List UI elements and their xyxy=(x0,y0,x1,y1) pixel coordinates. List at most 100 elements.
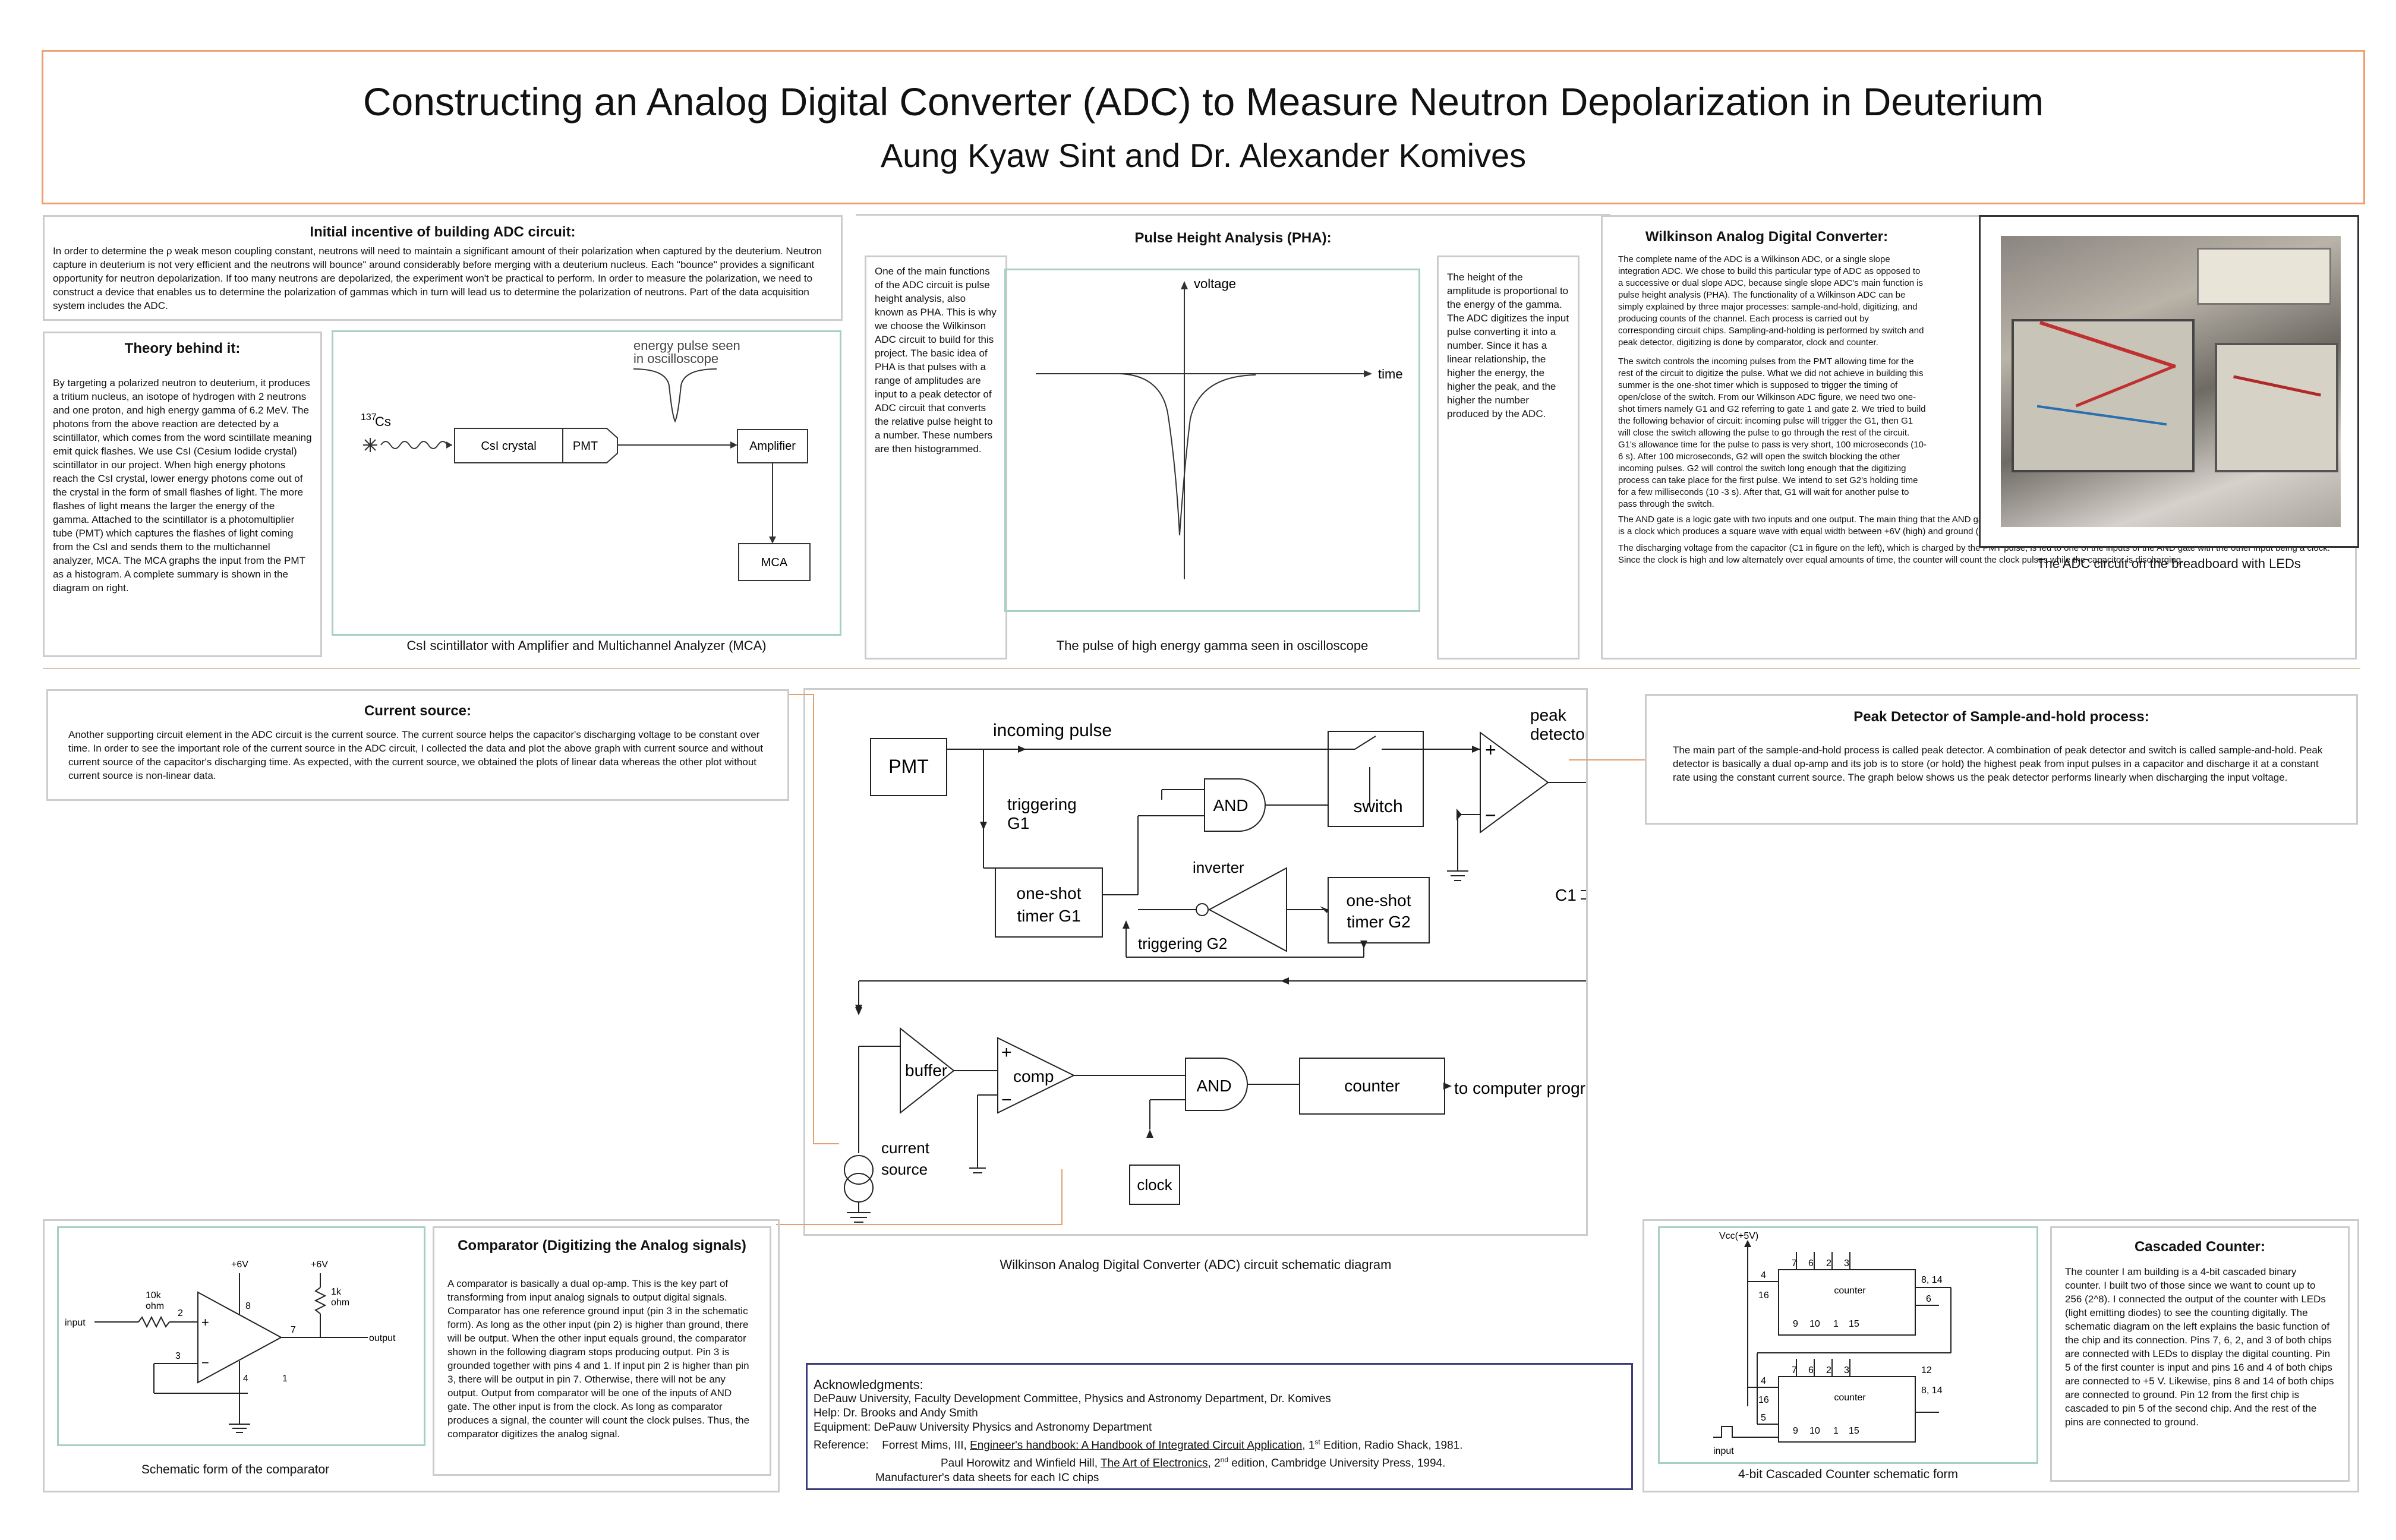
pin7-label: 7 xyxy=(291,1325,296,1335)
time-label: time xyxy=(1378,367,1403,381)
pmt-label: PMT xyxy=(888,756,929,777)
csi-crystal-box xyxy=(454,428,563,463)
comparator-title: Comparator (Digitizing the Analog signal… xyxy=(458,1238,746,1254)
energy-pulse-label: energy pulse seen xyxy=(633,338,740,353)
voltage-label: voltage xyxy=(1194,276,1236,291)
pin-7b: 7 xyxy=(1792,1365,1797,1375)
triggering-g1-label: triggering xyxy=(1007,795,1077,813)
peak-detector-label: peak xyxy=(1530,706,1567,724)
c1-label: C1 xyxy=(1555,886,1577,904)
switch-block xyxy=(1328,731,1424,827)
source-isotope-element: Cs xyxy=(375,414,391,429)
pin-5b: 5 xyxy=(1761,1413,1766,1423)
comp-plus: + xyxy=(1001,1043,1012,1062)
theory-section: Theory behind it: By targeting a polariz… xyxy=(43,332,322,657)
csi-diagram-frame: energy pulse seen in oscilloscope 137 Cs… xyxy=(332,330,841,636)
pha-section: Pulse Height Analysis (PHA): xyxy=(856,214,1610,659)
r1k-unit: ohm xyxy=(331,1298,349,1308)
ack-line1: DePauw University, Faculty Development C… xyxy=(814,1393,1331,1405)
pin-4a: 4 xyxy=(1761,1270,1766,1280)
energy-pulse-curve xyxy=(633,368,717,423)
photo-caption: The ADC circuit on the breadboard with L… xyxy=(2037,556,2301,571)
incentive-body: In order to determine the ρ weak meson c… xyxy=(53,245,822,311)
and-top-label: AND xyxy=(1213,796,1248,815)
current-source-section: Current source: Another supporting circu… xyxy=(46,689,789,801)
pin-9a: 9 xyxy=(1793,1319,1798,1329)
switch-symbol xyxy=(1340,736,1423,805)
triggering-g2-label: triggering G2 xyxy=(1138,935,1227,952)
pin-6r: 6 xyxy=(1926,1294,1931,1304)
one-shot-g1-label-2: timer G1 xyxy=(1017,907,1080,925)
pin-3a: 3 xyxy=(1844,1258,1849,1268)
r10k-label: 10k xyxy=(146,1290,162,1301)
pha-graph-frame: voltage time xyxy=(1004,269,1420,612)
comparator-section xyxy=(43,1219,780,1492)
peak-detector-body: The main part of the sample-and-hold pro… xyxy=(1673,744,2323,783)
input-pulse-icon xyxy=(1713,1426,1741,1438)
clock-label: clock xyxy=(1137,1176,1172,1194)
photo-frame xyxy=(1979,215,2359,548)
pha-left-box: One of the main functions of the ADC cir… xyxy=(865,255,1007,659)
counter-a-label: counter xyxy=(1834,1286,1866,1296)
one-shot-g1-block xyxy=(995,867,1103,938)
pin8-label: 8 xyxy=(245,1301,251,1311)
output-label: output xyxy=(369,1333,396,1343)
counter-diagram: Vcc(+5V) counter counter 7 6 2 3 4 16 8,… xyxy=(1713,1231,1952,1456)
and-gate-top xyxy=(1204,778,1266,832)
pin-3b: 3 xyxy=(1844,1365,1849,1375)
current-source-label: current xyxy=(881,1139,930,1157)
minus-label: − xyxy=(201,1355,209,1370)
ack-title: Acknowledgments: xyxy=(814,1377,923,1392)
csi-diagram-caption: CsI scintillator with Amplifier and Mult… xyxy=(406,638,767,653)
peak-plus: + xyxy=(1485,739,1496,760)
resistor-10k xyxy=(138,1315,170,1328)
energy-pulse-label-2: in oscilloscope xyxy=(633,351,718,366)
cascaded-text-box: Cascaded Counter: The counter I am build… xyxy=(2050,1226,2350,1482)
vcc-label: Vcc(+5V) xyxy=(1719,1231,1758,1241)
radiation-source-icon xyxy=(363,438,377,452)
ack-reference-2: Paul Horowitz and Winfield Hill, The Art… xyxy=(941,1456,1446,1470)
cascaded-body: The counter I am building is a 4-bit cas… xyxy=(2065,1266,2334,1428)
counter-diagram-caption: 4-bit Cascaded Counter schematic form xyxy=(1738,1468,1958,1481)
csi-crystal-label: CsI crystal xyxy=(481,440,536,453)
incoming-pulse-label: incoming pulse xyxy=(993,721,1112,740)
adc-schematic-caption: Wilkinson Analog Digital Converter (ADC)… xyxy=(1000,1257,1392,1272)
ack-line2: Help: Dr. Brooks and Andy Smith xyxy=(814,1407,978,1419)
poster-title: Constructing an Analog Digital Converter… xyxy=(362,80,2044,124)
pin-8-14b: 8, 14 xyxy=(1921,1386,1943,1396)
cascaded-title: Cascaded Counter: xyxy=(2134,1239,2266,1255)
amplifier-label: Amplifier xyxy=(749,440,796,453)
current-source-body: Another supporting circuit element in th… xyxy=(68,729,763,781)
pin-7a: 7 xyxy=(1792,1258,1797,1268)
pin-6b: 6 xyxy=(1808,1365,1814,1375)
peak-detector-opamp xyxy=(1480,731,1549,834)
counter-chip-b xyxy=(1778,1376,1916,1443)
pmt-box xyxy=(562,428,618,463)
connector-current-source xyxy=(789,694,813,695)
r1k-label: 1k xyxy=(331,1287,342,1297)
pha-graph-caption: The pulse of high energy gamma seen in o… xyxy=(1056,638,1369,653)
current-source-label-2: source xyxy=(881,1160,928,1178)
pin-9b: 9 xyxy=(1793,1426,1798,1436)
counter-b-label: counter xyxy=(1834,1393,1866,1403)
pin3-label: 3 xyxy=(175,1351,181,1361)
connector-comparator xyxy=(776,1224,1061,1225)
pin1-label: 1 xyxy=(282,1374,288,1384)
gamma-pulse-curve xyxy=(1118,373,1256,536)
triggering-g1-label-2: G1 xyxy=(1007,814,1029,832)
peak-detector-title: Peak Detector of Sample-and-hold process… xyxy=(1853,709,2149,725)
resistor-1k xyxy=(314,1287,327,1314)
pin-4b: 4 xyxy=(1761,1376,1766,1386)
title-banner: Constructing an Analog Digital Converter… xyxy=(42,50,2365,204)
incentive-section: Initial incentive of building ADC circui… xyxy=(43,215,843,321)
adc-schematic: PMT incoming pulse peak detector + − swi… xyxy=(844,706,1610,1223)
pin-12b: 12 xyxy=(1921,1365,1932,1375)
csi-diagram: energy pulse seen in oscilloscope 137 Cs… xyxy=(361,338,811,581)
counter-input-label: input xyxy=(1713,1446,1734,1456)
adc-schematic-frame: PMT incoming pulse peak detector + − swi… xyxy=(803,688,1610,1236)
counter-chip-a xyxy=(1778,1269,1916,1336)
comparator-opamp xyxy=(997,1037,1076,1114)
connector-peak-detector xyxy=(1569,759,1645,760)
incentive-title: Initial incentive of building ADC circui… xyxy=(310,224,576,240)
buffer-label: buffer xyxy=(905,1061,947,1080)
